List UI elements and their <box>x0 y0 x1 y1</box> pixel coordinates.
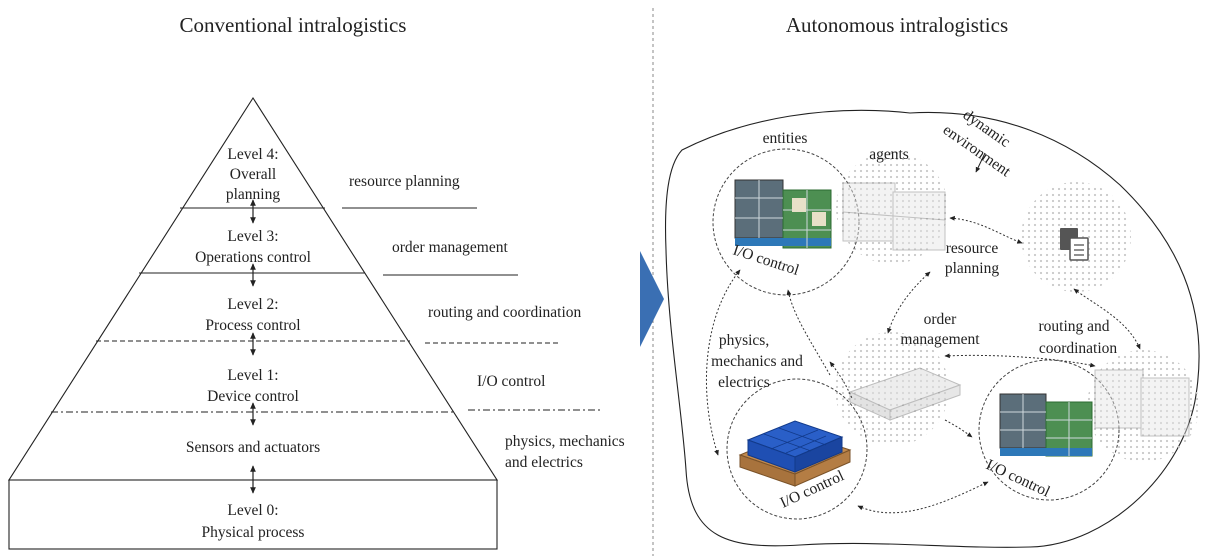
arrow-center-trolley <box>944 419 973 438</box>
environment-pointer <box>975 152 986 173</box>
right-title: Autonomous intralogistics <box>786 13 1008 37</box>
routing-label: routing and <box>1038 318 1109 335</box>
physics-label-3: electrics <box>718 374 770 391</box>
arrow-center-right <box>944 353 1096 368</box>
level4-line3: planning <box>226 186 280 203</box>
arrow-physics-loop <box>705 269 741 456</box>
planning-label: planning <box>945 260 999 277</box>
physics-label-2: mechanics and <box>711 353 803 370</box>
level4-line2: Overall <box>230 166 276 183</box>
entity-circle-right <box>978 359 1120 501</box>
level3-line2: Operations control <box>195 249 311 266</box>
resource-label: resource <box>946 240 999 257</box>
agent-clouds <box>835 152 1199 462</box>
entity-circle-top <box>712 148 860 296</box>
entities-label: entities <box>763 130 808 147</box>
environment-boundary <box>664 109 1200 548</box>
level2-line2: Process control <box>205 317 300 334</box>
arrow-pallet-center <box>829 361 853 399</box>
arrow-pallet-trolley <box>857 481 989 514</box>
pallet-boxes-icon <box>738 420 852 487</box>
arrow-agent-document <box>949 215 1023 244</box>
left-title: Conventional intralogistics <box>180 13 407 37</box>
level2-line1: Level 2: <box>227 296 278 313</box>
level1-line1: Level 1: <box>227 367 278 384</box>
arrow-center-entity <box>786 289 831 376</box>
label-resource-planning: resource planning <box>349 173 460 190</box>
agent-cloud-top <box>836 152 948 264</box>
level1-line2: Device control <box>207 388 299 405</box>
order-label: order <box>924 311 958 328</box>
agent-cloud-right <box>1087 350 1199 462</box>
label-order-management: order management <box>392 239 508 256</box>
sensors-actuators: Sensors and actuators <box>186 439 320 456</box>
arrow-document-right <box>1073 288 1141 350</box>
side-labels: resource planning order management routi… <box>342 173 625 471</box>
empty-pallet-icon <box>848 367 962 421</box>
management-label: management <box>900 331 980 348</box>
arrow-agent-center <box>887 271 931 334</box>
level4-line1: Level 4: <box>227 146 278 163</box>
label-io-control: I/O control <box>477 373 545 390</box>
label-routing: routing and coordination <box>428 304 581 321</box>
cage-trolley-faded-top <box>842 182 946 251</box>
cage-trolley-faded-right <box>1094 369 1190 437</box>
entity-circles <box>712 148 1120 520</box>
pyramid-levels: Level 4: Overall planning Level 3: Opera… <box>186 146 320 541</box>
cage-trolley-right <box>999 393 1093 457</box>
level3-line1: Level 3: <box>227 228 278 245</box>
level0-line2: Physical process <box>202 524 305 541</box>
label-physics-line2: and electrics <box>505 454 583 471</box>
entity-circle-pallet <box>726 378 868 520</box>
label-physics-line1: physics, mechanics <box>505 433 625 450</box>
coordination-label: coordination <box>1039 340 1118 357</box>
connection-arrows <box>705 215 1141 514</box>
cage-trolley-icon <box>734 179 832 249</box>
physics-label-1: physics, <box>719 332 769 349</box>
document-icon <box>1060 228 1089 261</box>
transition-arrow <box>640 251 664 347</box>
agents-label: agents <box>869 146 909 163</box>
io-control-right: I/O control <box>983 456 1052 500</box>
level0-line1: Level 0: <box>227 502 278 519</box>
